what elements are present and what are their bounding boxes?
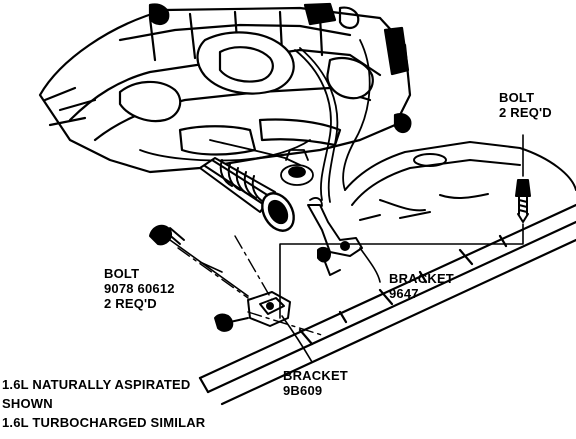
leader-lines bbox=[169, 134, 524, 363]
caption-line-1: 1.6L NATURALLY ASPIRATED bbox=[2, 377, 191, 392]
grommets bbox=[280, 149, 323, 207]
diagram-caption: 1.6L NATURALLY ASPIRATED SHOWN 1.6L TURB… bbox=[2, 375, 205, 432]
bolt-top-callout: BOLT 2 REQ'D bbox=[499, 90, 552, 120]
bracket-bottom-callout: BRACKET 9B609 bbox=[283, 368, 348, 398]
bracket-9647 bbox=[307, 204, 363, 276]
bolt-left-part-number: 9078 60612 bbox=[104, 281, 175, 296]
bolt-top-qty: 2 REQ'D bbox=[499, 105, 552, 120]
bolt-left-qty: 2 REQ'D bbox=[104, 296, 157, 311]
bracket-9b609 bbox=[214, 291, 291, 332]
bolt-left-name: BOLT bbox=[104, 266, 140, 281]
fender-panel bbox=[344, 141, 576, 221]
bracket-right-part-number: 9647 bbox=[389, 286, 419, 301]
bolt-top-name: BOLT bbox=[499, 90, 535, 105]
bracket-right-name: BRACKET bbox=[389, 271, 454, 286]
bolt-left-part bbox=[149, 224, 185, 246]
air-intake-boot bbox=[199, 157, 295, 232]
bracket-bottom-name: BRACKET bbox=[283, 368, 348, 383]
bolt-right-part bbox=[515, 179, 531, 223]
caption-line-3: 1.6L TURBOCHARGED SIMILAR bbox=[2, 415, 206, 430]
frame-rail bbox=[198, 203, 576, 406]
engine-block bbox=[38, 2, 412, 174]
bracket-right-callout: BRACKET 9647 bbox=[389, 271, 454, 301]
caption-line-2: SHOWN bbox=[2, 396, 53, 411]
dashed-centerlines bbox=[177, 235, 326, 337]
bracket-bottom-part-number: 9B609 bbox=[283, 383, 323, 398]
bolt-left-callout: BOLT 9078 60612 2 REQ'D bbox=[104, 266, 175, 311]
